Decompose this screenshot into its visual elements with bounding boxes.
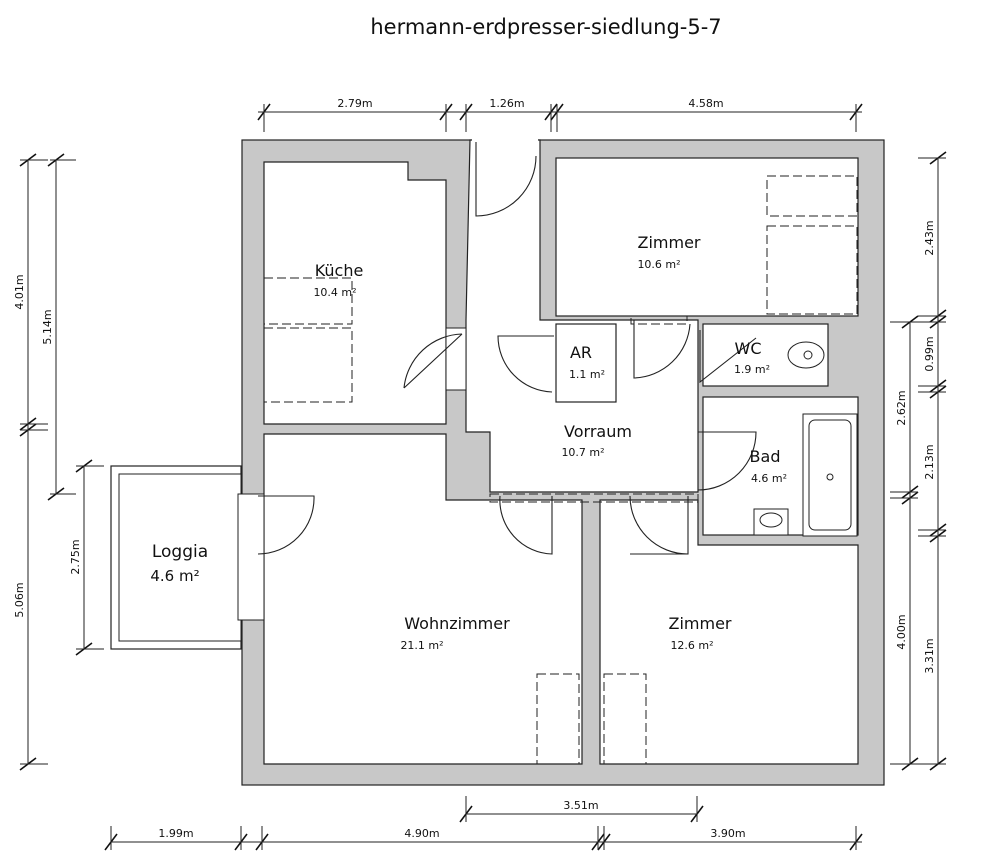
room-area-wohnzimmer: 21.1 m² bbox=[400, 639, 443, 652]
dimension-left: 4.01m 5.06m 5.14m 2.75m bbox=[13, 153, 104, 771]
wc-door bbox=[699, 330, 757, 384]
dim-left-inner-1: 5.14m bbox=[41, 309, 54, 344]
dim-right-inner-2: 4.00m bbox=[895, 614, 908, 649]
dim-right-3: 2.13m bbox=[923, 444, 936, 479]
dim-right-1: 2.43m bbox=[923, 220, 936, 255]
kueche-door bbox=[403, 333, 463, 389]
room-area-bad: 4.6 m² bbox=[751, 472, 787, 485]
room-name-wc: WC bbox=[735, 339, 762, 358]
dim-bottom-1: 1.99m bbox=[158, 827, 193, 840]
room-name-zimmer-north: Zimmer bbox=[638, 233, 701, 252]
entrance-door bbox=[475, 142, 537, 217]
dim-left-inner-2: 2.75m bbox=[69, 539, 82, 574]
room-ar bbox=[555, 323, 617, 403]
zimmer-north-door bbox=[633, 320, 691, 379]
plan-title: hermann-erdpresser-siedlung-5-7 bbox=[370, 15, 721, 39]
room-kueche bbox=[263, 161, 447, 425]
room-area-vorraum: 10.7 m² bbox=[561, 446, 604, 459]
room-name-kueche: Küche bbox=[315, 261, 364, 280]
window-zimmer-south bbox=[603, 673, 647, 765]
loggia-door-opening bbox=[237, 493, 265, 621]
dim-top-1: 2.79m bbox=[337, 97, 372, 110]
dimension-right: 2.43m 0.99m 2.13m 3.31m 2.62m 4.00m bbox=[890, 151, 947, 771]
room-area-wc: 1.9 m² bbox=[734, 363, 770, 376]
toilet bbox=[787, 341, 825, 369]
dim-left-2: 5.06m bbox=[13, 582, 26, 617]
room-area-ar: 1.1 m² bbox=[569, 368, 605, 381]
loggia-inner bbox=[118, 473, 242, 642]
room-area-zimmer-south: 12.6 m² bbox=[670, 639, 713, 652]
bed bbox=[766, 225, 858, 315]
room-zimmer-north bbox=[555, 157, 859, 317]
room-name-ar: AR bbox=[570, 343, 592, 362]
dim-bottom-2: 4.90m bbox=[404, 827, 439, 840]
dim-bottom-inner: 3.51m bbox=[563, 799, 598, 812]
kueche-counter-top bbox=[263, 277, 353, 325]
room-area-zimmer-north: 10.6 m² bbox=[637, 258, 680, 271]
room-name-vorraum: Vorraum bbox=[564, 422, 632, 441]
bad-door bbox=[697, 431, 757, 491]
kueche-counter-bottom bbox=[263, 327, 353, 403]
wohnzimmer-door bbox=[499, 495, 553, 555]
dim-right-2: 0.99m bbox=[923, 336, 936, 371]
dimension-top: 2.79m 1.26m 4.58m bbox=[257, 97, 863, 132]
dim-top-3: 4.58m bbox=[688, 97, 723, 110]
dim-right-inner-1: 2.62m bbox=[895, 390, 908, 425]
room-area-loggia: 4.6 m² bbox=[150, 567, 199, 585]
dim-bottom-3: 3.90m bbox=[710, 827, 745, 840]
dim-top-2: 1.26m bbox=[489, 97, 524, 110]
room-name-loggia: Loggia bbox=[152, 542, 208, 562]
vorraum-opening bbox=[489, 493, 699, 503]
dimension-bottom: 3.51m 1.99m 4.90m 3.90m bbox=[104, 796, 863, 851]
room-name-bad: Bad bbox=[750, 447, 781, 466]
window-wohnzimmer bbox=[536, 673, 580, 765]
ar-door bbox=[497, 335, 554, 393]
dim-right-4: 3.31m bbox=[923, 638, 936, 673]
bed-pillow bbox=[766, 175, 858, 217]
room-name-wohnzimmer: Wohnzimmer bbox=[404, 614, 510, 633]
room-name-zimmer-south: Zimmer bbox=[669, 614, 732, 633]
dim-left-1: 4.01m bbox=[13, 274, 26, 309]
loggia-door bbox=[257, 495, 315, 555]
room-area-kueche: 10.4 m² bbox=[313, 286, 356, 299]
